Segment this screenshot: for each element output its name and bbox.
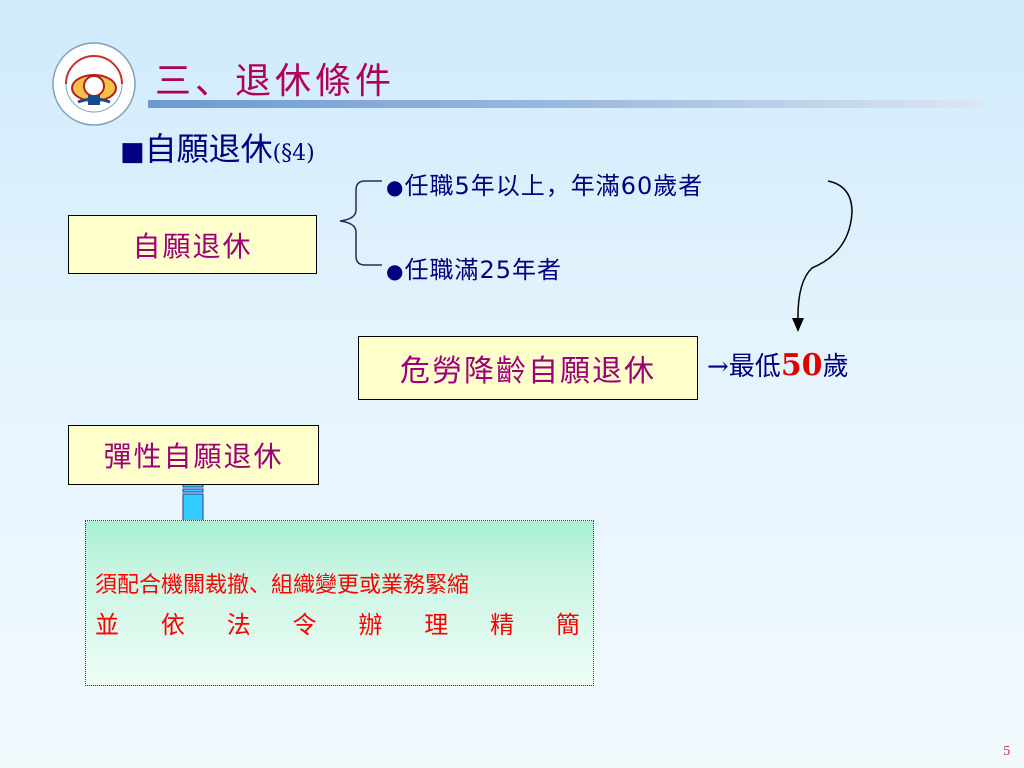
- right-arrow-icon: →: [707, 352, 729, 382]
- voluntary-retirement-box: 自願退休: [68, 215, 317, 274]
- page-number: 5: [1003, 744, 1011, 758]
- condition-1: ●任職5年以上，年滿60歲者: [386, 166, 703, 201]
- hazardous-reduced-age-box: 危勞降齡自願退休: [358, 336, 698, 400]
- notice-char: 並: [95, 611, 119, 639]
- slide-title: 三、退休條件: [155, 61, 396, 102]
- section-reference: (§4): [272, 141, 315, 166]
- notice-line-1: 須配合機關裁撤、組織變更或業務緊縮: [95, 573, 470, 598]
- seal-icon: [52, 42, 136, 126]
- square-bullet-icon: ■: [120, 137, 145, 167]
- notice-line-2: 並 依 法 令 辦 理 精 簡: [95, 605, 580, 640]
- condition-text: 任職: [404, 172, 455, 200]
- dot-bullet-icon: ●: [386, 175, 405, 199]
- notice-char: 令: [292, 611, 317, 639]
- min-age-value: 50: [780, 348, 823, 383]
- condition-number: 5: [454, 172, 471, 200]
- title-underline: [148, 100, 984, 108]
- condition-text: 年以上，年滿: [470, 172, 621, 200]
- notice-char: 辦: [358, 611, 383, 639]
- subheading-text: 自願退休: [144, 130, 273, 168]
- arrow-head: [792, 318, 804, 332]
- curved-connector: [797, 180, 853, 323]
- notice-char: 精: [490, 611, 515, 639]
- notice-char: 法: [226, 611, 251, 639]
- condition-text: 歲者: [653, 172, 704, 200]
- notice-char: 理: [424, 611, 449, 639]
- condition-2: ●任職滿25年者: [386, 250, 562, 285]
- condition-text: 任職滿: [404, 256, 480, 284]
- min-age-suffix: 歲: [822, 352, 849, 382]
- subheading: ■自願退休(§4): [120, 124, 315, 170]
- minimum-age: →最低50歲: [707, 346, 849, 383]
- flexible-retirement-box: 彈性自願退休: [68, 425, 319, 485]
- condition-number: 60: [620, 172, 654, 200]
- min-age-prefix: 最低: [728, 352, 781, 382]
- notice-char: 簡: [555, 611, 580, 639]
- condition-text: 年者: [512, 256, 562, 284]
- notice-box: [85, 520, 594, 686]
- notice-char: 依: [160, 611, 185, 639]
- left-brace: [339, 180, 382, 266]
- ministry-logo: [44, 40, 144, 128]
- condition-number: 25: [479, 256, 512, 284]
- dot-bullet-icon: ●: [386, 259, 405, 283]
